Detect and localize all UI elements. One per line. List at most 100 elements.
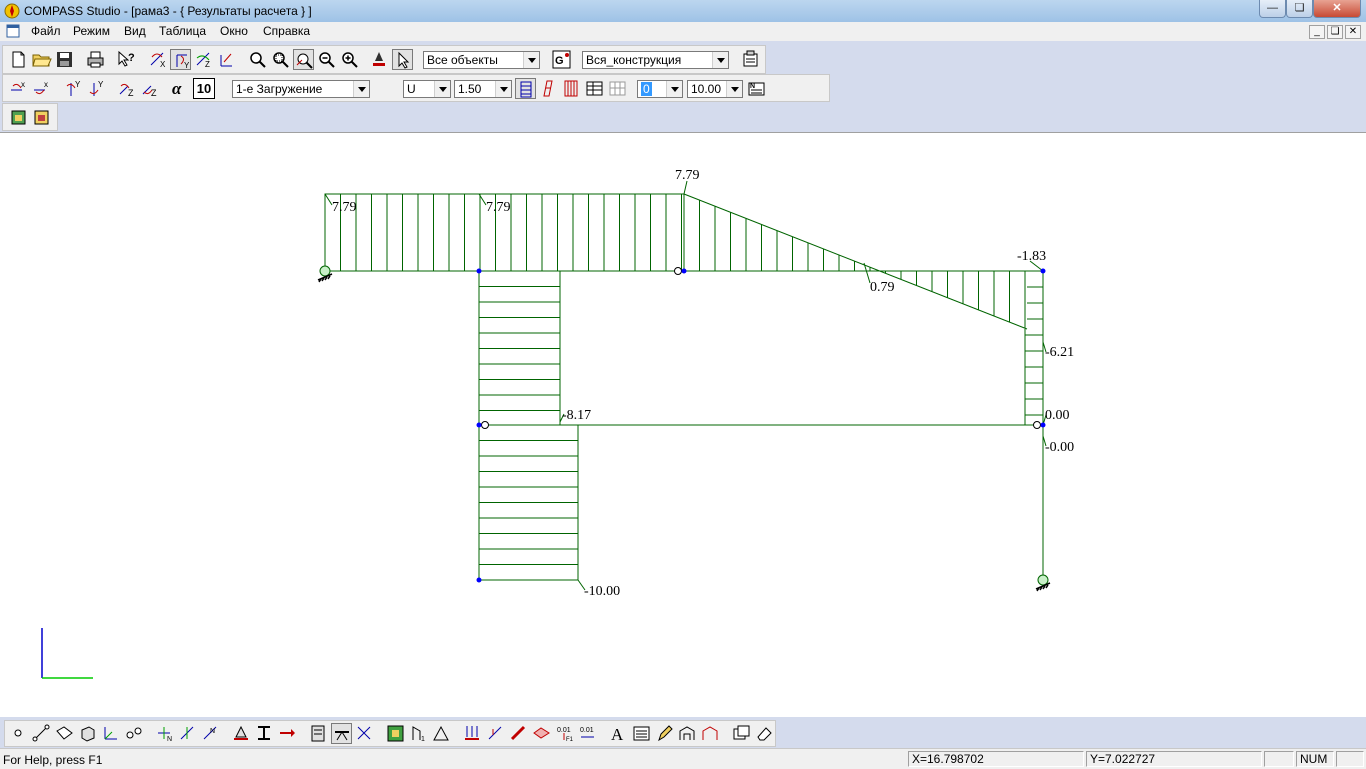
zoom-window-button[interactable]	[270, 49, 291, 70]
plate-tool-button[interactable]	[54, 723, 75, 744]
document-icon[interactable]	[6, 24, 20, 38]
triangle-button[interactable]	[431, 723, 452, 744]
context-help-button[interactable]: ?	[116, 49, 137, 70]
zoom-pan-button[interactable]	[293, 49, 314, 70]
chevron-down-icon[interactable]	[353, 81, 369, 97]
rigid-link-button[interactable]	[354, 723, 375, 744]
menu-file[interactable]: Файл	[31, 24, 61, 38]
zoom-button[interactable]	[247, 49, 268, 70]
save-button[interactable]	[54, 49, 75, 70]
chevron-down-icon[interactable]	[434, 81, 450, 97]
bar-load-button[interactable]	[485, 723, 506, 744]
shear-force-button[interactable]	[177, 723, 198, 744]
moment-value-button[interactable]: 0.01	[577, 723, 598, 744]
construction-properties-button[interactable]	[740, 49, 761, 70]
hinge-node[interactable]	[1033, 421, 1041, 429]
rotate-free-button[interactable]	[216, 49, 237, 70]
internal-force-diagram[interactable]: 7.79 7.79 7.79 -1.83 0.79 -6.21 -8.17 0.…	[0, 133, 1366, 718]
node[interactable]	[1040, 422, 1046, 428]
fixed-support-button[interactable]	[254, 723, 275, 744]
floor-button[interactable]	[677, 723, 698, 744]
rotate-z-button[interactable]: Z	[193, 49, 214, 70]
node-tool-button[interactable]	[8, 723, 29, 744]
support-button[interactable]	[231, 723, 252, 744]
chevron-down-icon[interactable]	[523, 52, 539, 68]
angle-alpha-button[interactable]: α	[170, 78, 191, 99]
temperature-load-button[interactable]	[508, 723, 529, 744]
select-pointer-button[interactable]	[392, 49, 413, 70]
menu-help[interactable]: Справка	[263, 24, 311, 38]
force-x-button[interactable]: x	[8, 78, 29, 99]
size-select[interactable]: 10.00	[687, 80, 743, 98]
rotate-y-button[interactable]: Y	[170, 49, 191, 70]
menu-view[interactable]: Вид	[124, 24, 146, 38]
diagram-outline-button[interactable]	[538, 78, 559, 99]
scale-select[interactable]: 1.50	[454, 80, 512, 98]
node-numbers-button[interactable]	[123, 723, 144, 744]
local-axes-button[interactable]	[100, 723, 121, 744]
moment-y-button[interactable]: Y	[85, 78, 106, 99]
section-button[interactable]	[308, 723, 329, 744]
menu-window[interactable]: Окно	[220, 24, 248, 38]
menu-mode[interactable]: Режим	[73, 24, 110, 38]
mdi-close-button[interactable]: ✕	[1345, 25, 1361, 39]
chevron-down-icon[interactable]	[495, 81, 511, 97]
diagram-values-button[interactable]	[584, 78, 605, 99]
node[interactable]	[476, 268, 482, 274]
bending-moment-button[interactable]: N	[200, 723, 221, 744]
print-button[interactable]	[85, 49, 106, 70]
mdi-restore-button[interactable]: ❏	[1327, 25, 1343, 39]
node[interactable]	[476, 422, 482, 428]
open-file-button[interactable]	[31, 49, 52, 70]
solid-tool-button[interactable]	[77, 723, 98, 744]
chevron-down-icon[interactable]	[666, 81, 682, 97]
plate-load-button[interactable]	[531, 723, 552, 744]
node[interactable]	[476, 577, 482, 583]
objects-select[interactable]: Все объекты	[423, 51, 540, 69]
alpha-value-box[interactable]: 10	[193, 78, 215, 99]
import-button[interactable]	[31, 107, 52, 128]
stiffness-button[interactable]: 1	[408, 723, 429, 744]
fragment-button[interactable]	[700, 723, 721, 744]
hinge-button[interactable]	[331, 723, 352, 744]
chevron-down-icon[interactable]	[712, 52, 728, 68]
minimize-button[interactable]: —	[1259, 0, 1286, 18]
display-options-button[interactable]	[369, 49, 390, 70]
digits-select[interactable]: 0	[637, 80, 683, 98]
copy-view-button[interactable]	[731, 723, 752, 744]
node[interactable]	[1040, 268, 1046, 274]
diagram-hatch-button[interactable]	[515, 78, 536, 99]
loading-select[interactable]: 1-е Загружение	[232, 80, 370, 98]
pencil-button[interactable]	[654, 723, 675, 744]
menu-table[interactable]: Таблица	[159, 24, 207, 38]
hinge-node[interactable]	[481, 421, 489, 429]
numbering-button[interactable]: N	[746, 78, 767, 99]
moment-x-button[interactable]: x	[31, 78, 52, 99]
quantity-select[interactable]: U	[403, 80, 451, 98]
diagram-fill-button[interactable]	[561, 78, 582, 99]
chevron-down-icon[interactable]	[726, 81, 742, 97]
compass-app-icon[interactable]	[4, 3, 20, 19]
force-z-button[interactable]: Z	[116, 78, 137, 99]
node[interactable]	[681, 268, 687, 274]
new-file-button[interactable]	[8, 49, 29, 70]
material-button[interactable]	[385, 723, 406, 744]
bar-tool-button[interactable]	[31, 723, 52, 744]
export-button[interactable]	[8, 107, 29, 128]
construction-select[interactable]: Вся_конструкция	[582, 51, 729, 69]
zoom-in-button[interactable]	[339, 49, 360, 70]
mdi-minimize-button[interactable]: _	[1309, 25, 1325, 39]
group-button[interactable]: G	[551, 49, 572, 70]
force-y-button[interactable]: Y	[62, 78, 83, 99]
text-button[interactable]: A	[608, 723, 629, 744]
diagram-grid-button[interactable]	[607, 78, 628, 99]
note-button[interactable]	[631, 723, 652, 744]
drawing-canvas[interactable]: 7.79 7.79 7.79 -1.83 0.79 -6.21 -8.17 0.…	[0, 132, 1366, 718]
zoom-out-button[interactable]	[316, 49, 337, 70]
maximize-button[interactable]: ❏	[1286, 0, 1313, 18]
hinge-node[interactable]	[674, 267, 682, 275]
rotate-x-button[interactable]: X	[147, 49, 168, 70]
load-button[interactable]	[277, 723, 298, 744]
normal-force-button[interactable]: N	[154, 723, 175, 744]
